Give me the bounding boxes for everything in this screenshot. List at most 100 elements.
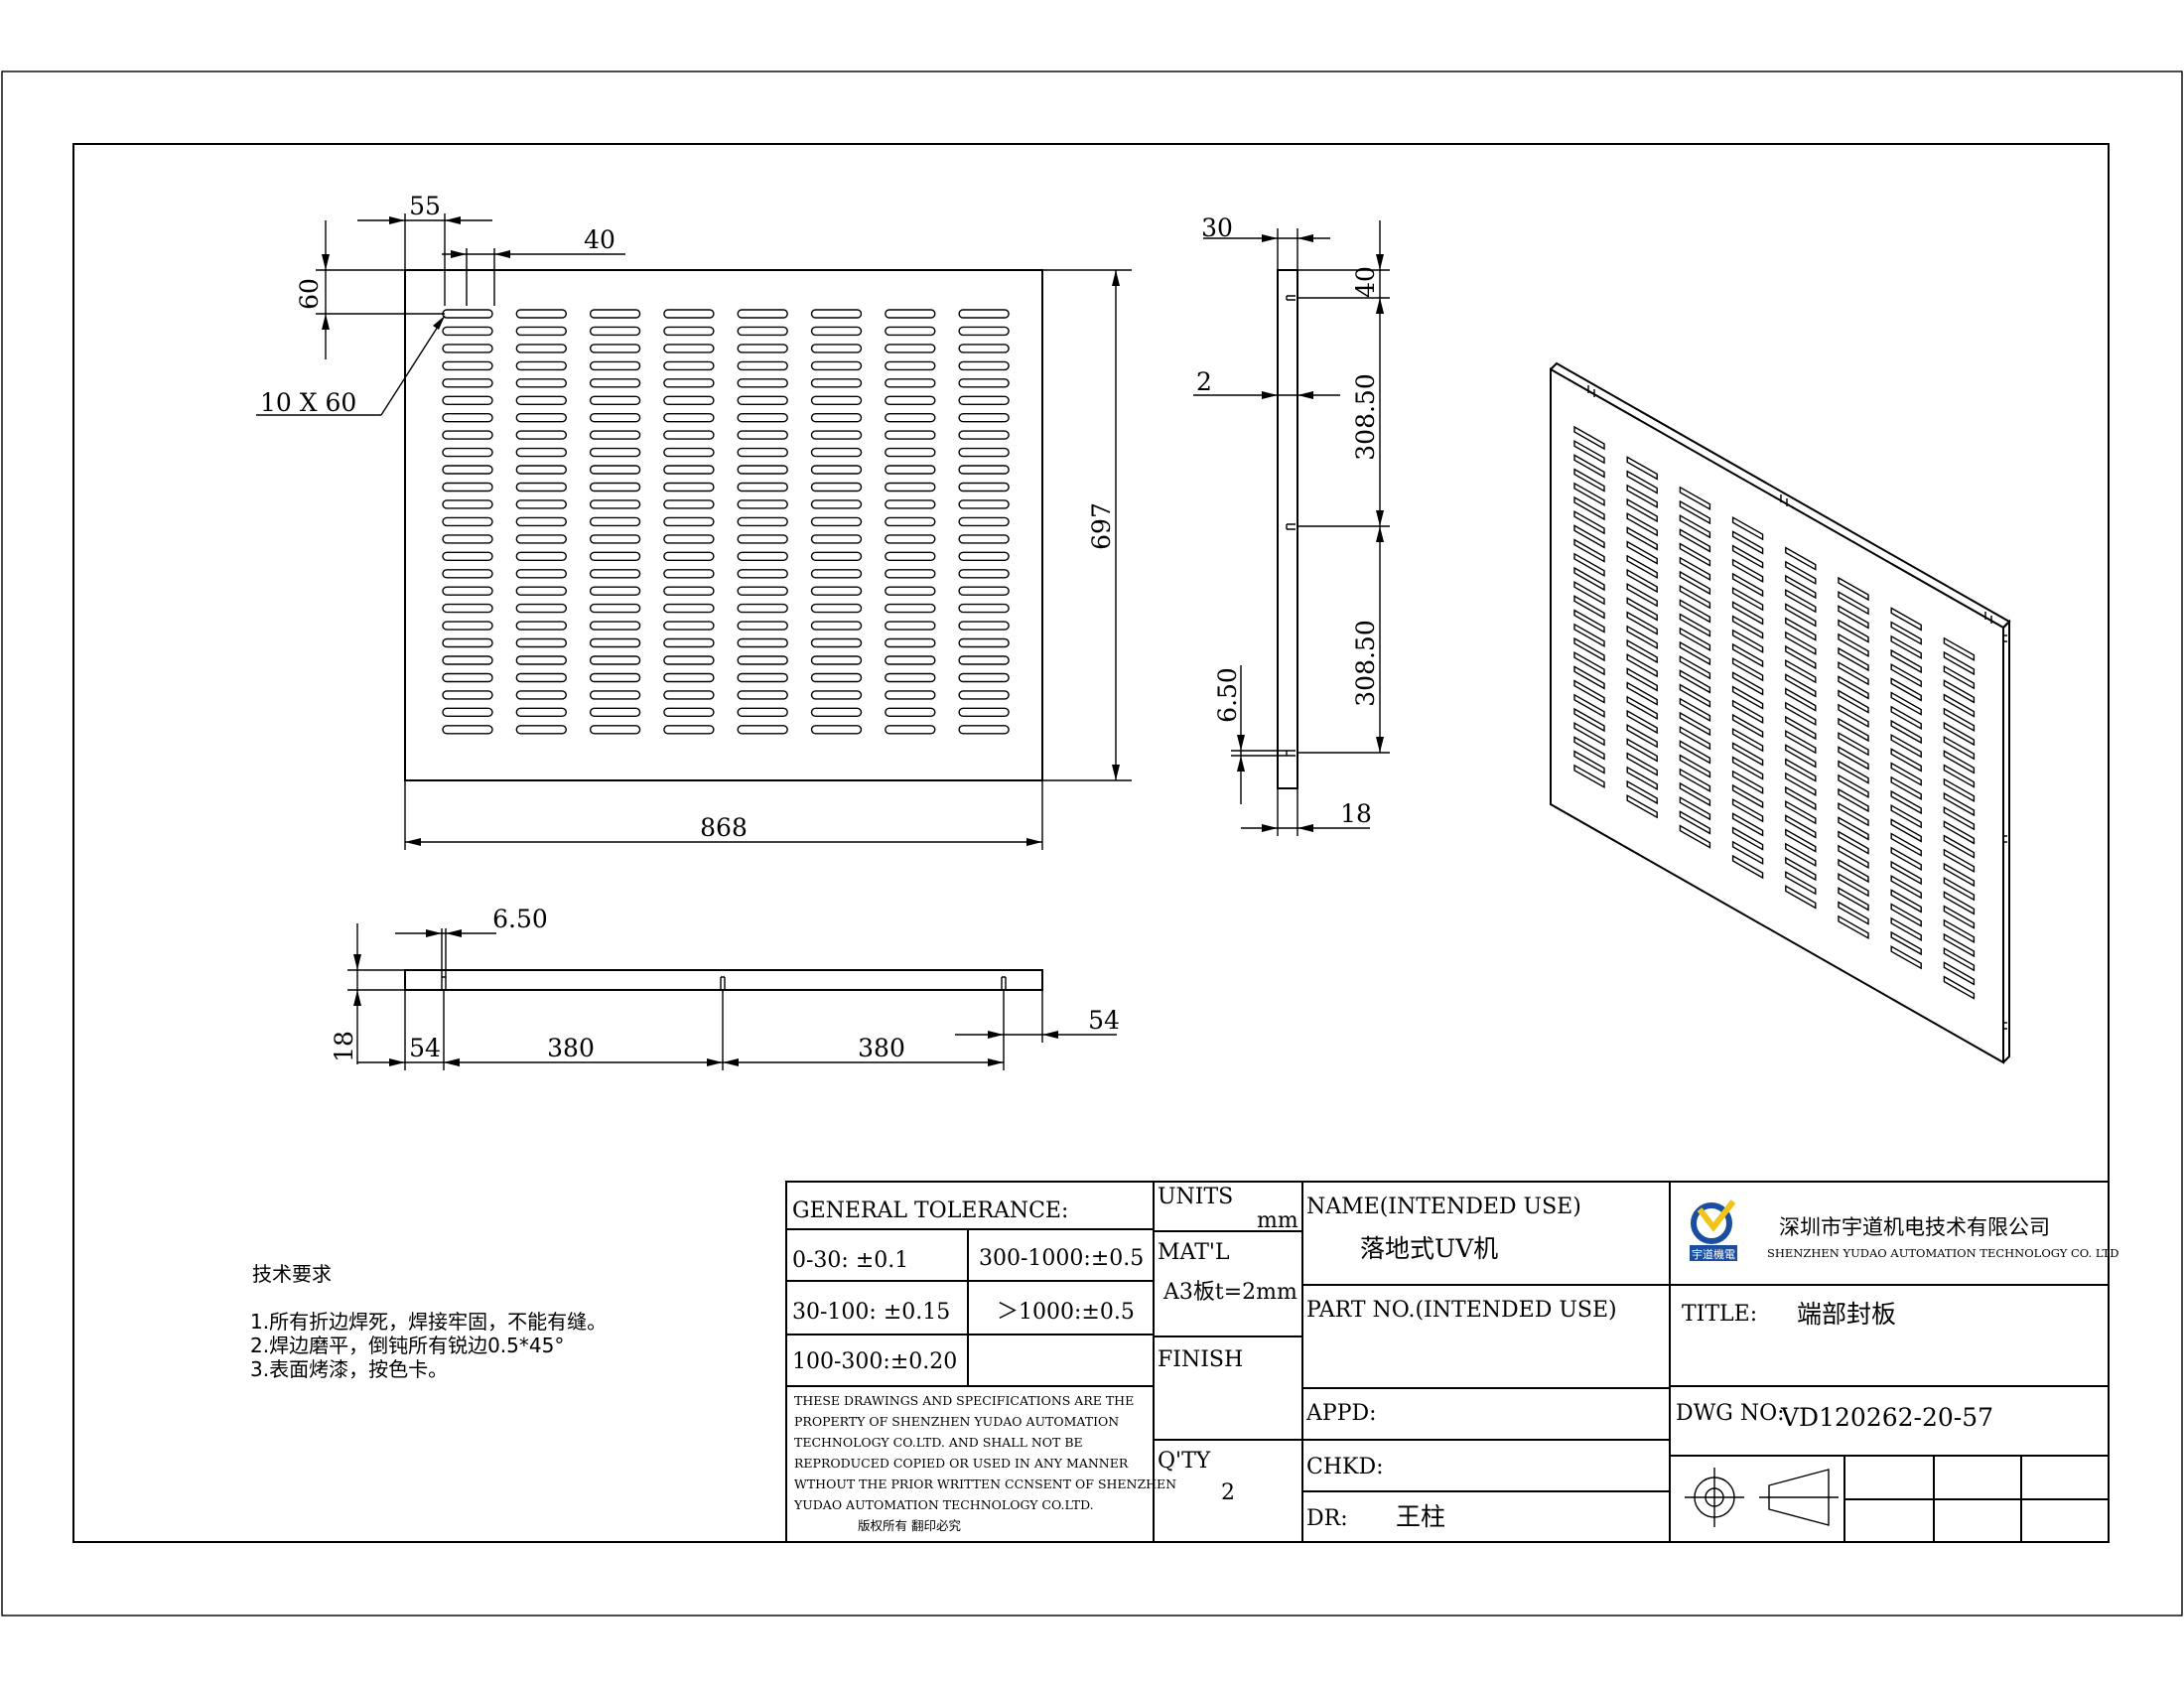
iso-slot [1679, 654, 1711, 680]
iso-slot [1785, 673, 1817, 698]
iso-slot [1679, 528, 1711, 553]
general-tolerance-label: GENERAL TOLERANCE: [792, 1198, 1068, 1223]
iso-slot [1573, 439, 1605, 465]
front-slot [958, 413, 1010, 423]
iso-slot [1943, 848, 1976, 874]
iso-slot [1943, 932, 1976, 958]
iso-slot [1731, 656, 1764, 682]
front-slot [737, 551, 788, 561]
front-slot [442, 725, 493, 735]
front-slot [515, 516, 567, 527]
iso-slot [1731, 840, 1764, 866]
front-slot [515, 499, 567, 509]
units-label: UNITS [1158, 1185, 1233, 1209]
iso-slot [1838, 787, 1869, 813]
iso-slot [1890, 916, 1922, 942]
front-slot [515, 707, 567, 717]
front-slot [810, 534, 863, 544]
iso-slot [1679, 781, 1711, 807]
iso-slot [1943, 650, 1976, 676]
front-slot [885, 725, 936, 735]
iso-slot [1890, 662, 1922, 688]
iso-slot [1573, 482, 1605, 507]
dim-thickness: 2 [1196, 367, 1212, 396]
front-slot [810, 655, 863, 665]
iso-slot [1626, 484, 1658, 509]
bottom-view: 6.50 18 54 380 380 54 [330, 905, 1120, 1070]
iso-slot [1838, 830, 1869, 855]
iso-slot [1785, 885, 1817, 910]
iso-slot [1785, 588, 1817, 614]
front-slot [737, 430, 788, 440]
tolerance-100-300: 100-300:±0.20 [792, 1349, 957, 1374]
iso-slot [1943, 975, 1976, 1000]
iso-slot [1731, 615, 1764, 639]
iso-slot [1890, 691, 1922, 716]
front-slot [515, 569, 567, 579]
front-slot [442, 395, 493, 405]
front-slot [885, 413, 936, 423]
front-slot [515, 655, 567, 665]
front-slot [589, 569, 641, 579]
iso-slot [1731, 530, 1764, 555]
logo-text: 宇道機電 [1692, 1247, 1735, 1261]
front-slot [515, 637, 567, 648]
iso-slot [1838, 872, 1869, 898]
front-slot [442, 551, 493, 561]
front-slot [663, 569, 715, 579]
front-slot [958, 360, 1010, 371]
slot-callout: 10 X 60 [260, 388, 356, 417]
front-slot [663, 326, 715, 337]
front-slot [885, 482, 936, 492]
iso-slot [1731, 572, 1764, 598]
iso-slot [1731, 854, 1764, 880]
iso-slot [1679, 570, 1711, 596]
iso-slot [1838, 760, 1869, 784]
iso-slot [1573, 636, 1605, 662]
iso-slot [1890, 762, 1922, 786]
front-slot [589, 395, 641, 405]
chkd-label: CHKD: [1306, 1455, 1384, 1479]
iso-slot [1890, 860, 1922, 886]
front-slot [589, 499, 641, 509]
iso-slot [1785, 560, 1817, 586]
material-value: A3板t=2mm [1162, 1280, 1297, 1305]
front-slot [589, 516, 641, 527]
dim-slot-pitch: 40 [584, 225, 615, 254]
iso-slot [1626, 695, 1658, 721]
front-slot [885, 637, 936, 648]
front-slot [663, 465, 715, 475]
iso-slot [1943, 707, 1976, 733]
front-slot [589, 551, 641, 561]
iso-slot [1838, 576, 1869, 602]
front-slot [663, 309, 715, 319]
iso-slot [1838, 887, 1869, 912]
dim-span-2: 380 [858, 1034, 905, 1062]
front-slot [737, 690, 788, 700]
iso-slot [1731, 586, 1764, 612]
front-slot [515, 309, 567, 319]
iso-slot [1785, 856, 1817, 882]
iso-slot [1890, 930, 1922, 956]
iso-slot [1573, 538, 1605, 563]
iso-slot [1890, 775, 1922, 801]
front-slot [810, 725, 863, 735]
front-slot [737, 516, 788, 527]
front-slot [515, 534, 567, 544]
front-slot [885, 395, 936, 405]
iso-slot [1626, 766, 1658, 791]
front-slot [885, 707, 936, 717]
front-slot [515, 725, 567, 735]
iso-slot [1838, 901, 1869, 925]
front-slot [442, 637, 493, 648]
front-slot-grid [442, 309, 1010, 735]
iso-slot [1731, 699, 1764, 725]
iso-slot [1838, 675, 1869, 700]
iso-slot [1679, 542, 1711, 567]
iso-slot [1679, 513, 1711, 539]
iso-slot [1626, 779, 1658, 805]
front-slot [958, 586, 1010, 596]
front-slot [958, 326, 1010, 337]
front-slot [885, 621, 936, 631]
iso-slot [1731, 642, 1764, 668]
